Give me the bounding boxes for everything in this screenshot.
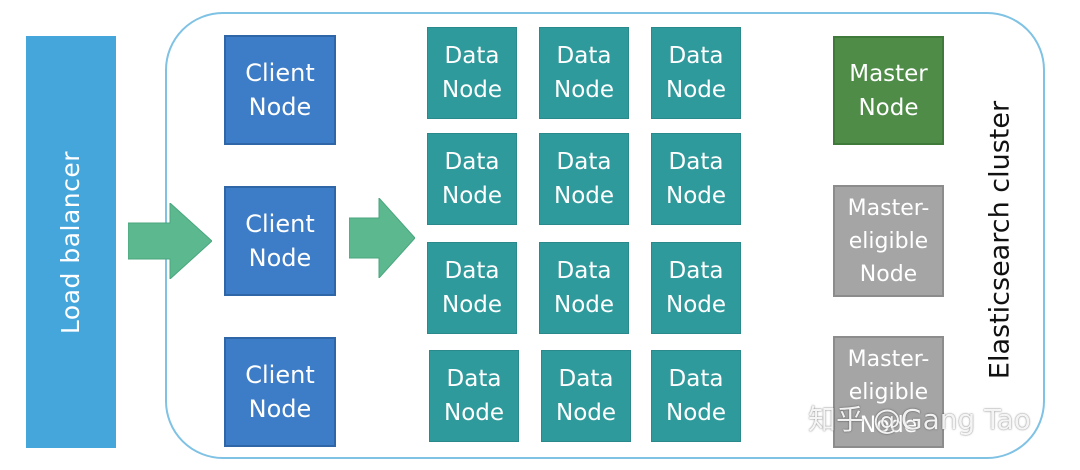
data-node-label: Data Node (443, 366, 505, 426)
master-eligible-node-label: Master- eligible Node (847, 346, 930, 438)
data-node: Data Node (539, 133, 629, 225)
data-node-label: Data Node (665, 149, 727, 209)
load-balancer: Load balancer (26, 36, 116, 448)
data-node: Data Node (651, 133, 741, 225)
master-eligible-node: Master- eligible Node (833, 336, 944, 448)
data-node: Data Node (539, 242, 629, 334)
data-node-label: Data Node (665, 258, 727, 318)
client-node: Client Node (224, 35, 336, 145)
master-node: Master Node (833, 36, 944, 145)
data-node: Data Node (651, 242, 741, 334)
client-node: Client Node (224, 186, 336, 296)
master-node-label: Master Node (849, 60, 928, 121)
client-node-label: Client Node (245, 361, 315, 423)
data-node: Data Node (427, 27, 517, 119)
data-node-label: Data Node (553, 149, 615, 209)
arrow-icon (128, 203, 212, 279)
data-node-label: Data Node (553, 43, 615, 103)
data-node: Data Node (539, 27, 629, 119)
data-node: Data Node (651, 27, 741, 119)
watermark: 知乎 @Gang Tao (808, 403, 1031, 436)
data-node-label: Data Node (665, 43, 727, 103)
master-eligible-node-label: Master- eligible Node (847, 195, 930, 287)
data-node-label: Data Node (441, 149, 503, 209)
data-node: Data Node (651, 350, 741, 442)
data-node: Data Node (427, 242, 517, 334)
data-node-label: Data Node (553, 258, 615, 318)
data-node: Data Node (429, 350, 519, 442)
data-node-label: Data Node (555, 366, 617, 426)
load-balancer-label: Load balancer (56, 150, 86, 334)
cluster-label: Elasticsearch cluster (984, 100, 1016, 380)
arrow-icon (349, 198, 415, 278)
client-node-label: Client Node (245, 59, 315, 121)
data-node: Data Node (541, 350, 631, 442)
data-node-label: Data Node (441, 43, 503, 103)
client-node: Client Node (224, 337, 336, 447)
data-node: Data Node (427, 133, 517, 225)
data-node-label: Data Node (665, 366, 727, 426)
client-node-label: Client Node (245, 210, 315, 272)
data-node-label: Data Node (441, 258, 503, 318)
master-eligible-node: Master- eligible Node (833, 185, 944, 297)
